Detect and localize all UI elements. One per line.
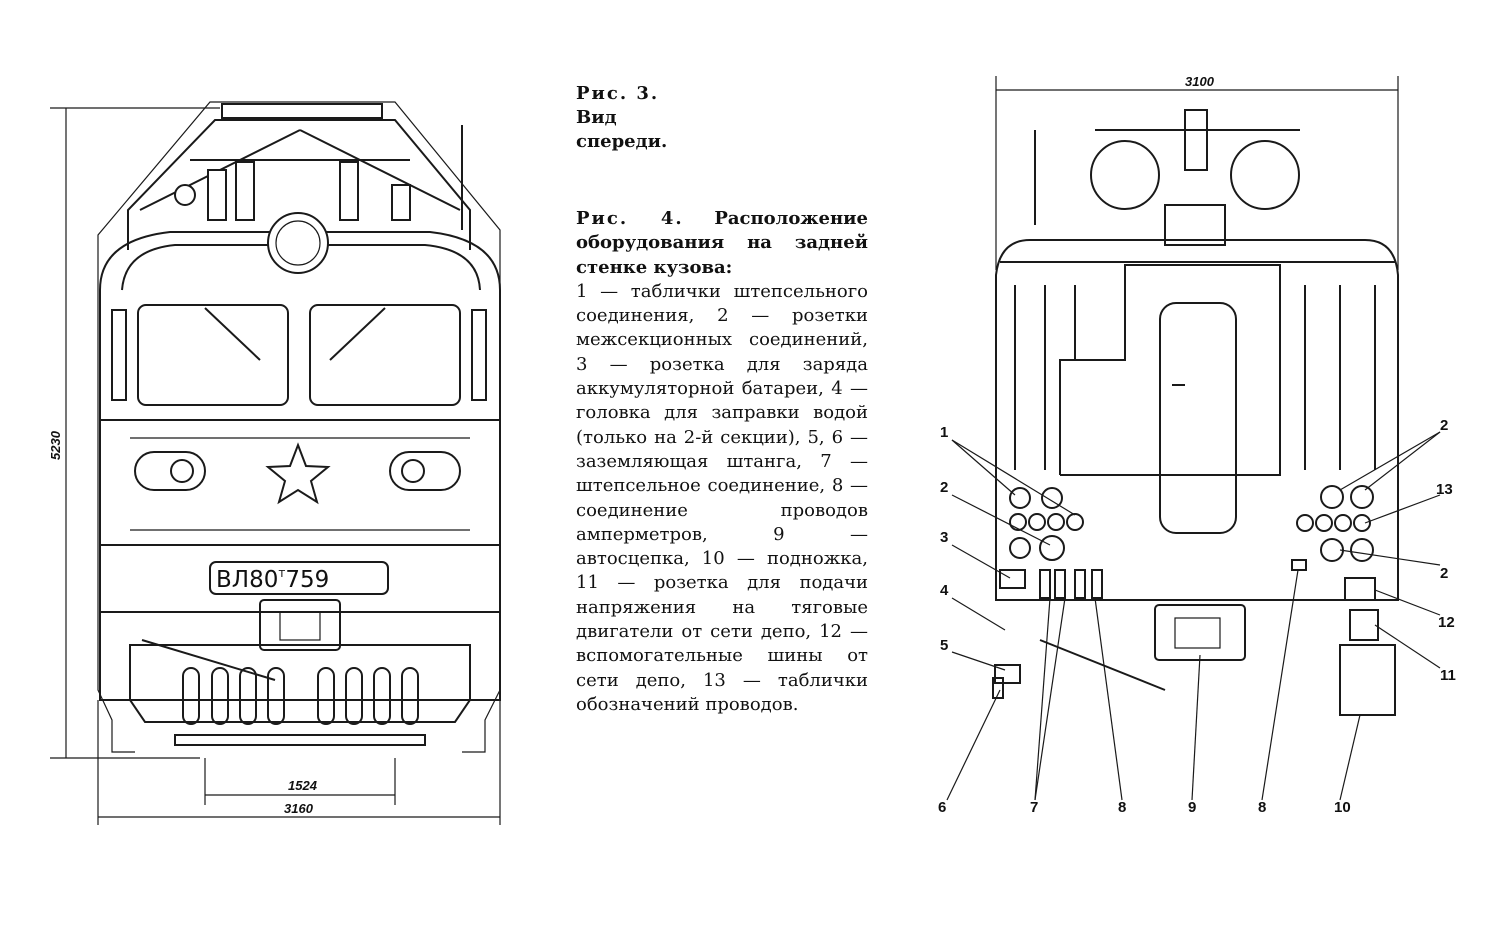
depot-socket (1349, 609, 1379, 641)
sockets-left (1009, 487, 1084, 561)
callout-4: 4 (940, 582, 949, 599)
charging-socket (999, 569, 1026, 589)
pilot-skirt (129, 644, 471, 723)
bottom-step (174, 734, 426, 746)
figure-4-prefix: Рис. 4. (576, 208, 684, 229)
callout-11: 11 (1440, 667, 1456, 684)
figure-3-title-line1: Вид (576, 107, 617, 128)
callout-2-right-top: 2 (1440, 417, 1448, 434)
grounding-rod (141, 639, 276, 681)
figure-4-title: Расположение оборудования на задней стен… (576, 208, 868, 278)
headlight (267, 212, 329, 274)
windshield-left (137, 304, 289, 406)
figure-3-title-line2: спереди. (576, 131, 668, 152)
roof-insulators (174, 161, 411, 221)
height-dimension-label: 5230 (48, 430, 63, 460)
pantograph-head (221, 103, 383, 119)
plate-text: ВЛ80т759 (216, 566, 329, 593)
callout-6: 6 (938, 799, 946, 816)
rear-grounding-rod (1039, 639, 1166, 691)
aux-busbars (1344, 577, 1376, 601)
callout-10: 10 (1334, 799, 1351, 816)
windshield-right (309, 304, 461, 406)
door-frame (1059, 264, 1281, 476)
callout-8-left: 8 (1118, 799, 1126, 816)
wiper-right (329, 307, 386, 361)
gauge-dimension-label: 1524 (288, 778, 318, 793)
rear-coupler (1154, 604, 1246, 661)
callout-leaders (946, 431, 1441, 801)
callout-3: 3 (940, 529, 948, 546)
number-plate (209, 561, 389, 595)
star-emblem (265, 442, 331, 505)
figure-4-legend: 1 — таблички штепсельного соединения, 2 … (576, 280, 868, 715)
callouts-bottom: 7 8 9 8 10 (1030, 799, 1351, 816)
front-view: 5230 (48, 101, 501, 825)
marker-light-left (134, 451, 206, 491)
clearance-gauge-outline (97, 101, 501, 753)
figure-3-caption: Рис. 3. Вид спереди. (576, 82, 868, 154)
callout-5: 5 (940, 637, 948, 654)
figure-3-prefix: Рис. 3. (576, 83, 660, 104)
air-reservoir-right (1230, 140, 1300, 210)
rear-step (1339, 644, 1396, 716)
handrail-right (471, 309, 487, 401)
marker-light-right (389, 451, 461, 491)
callouts-left: 1 2 3 4 5 6 (938, 424, 949, 816)
air-reservoir-left (1090, 140, 1160, 210)
callout-9: 9 (1188, 799, 1196, 816)
figure-4-heading: Рис. 4. Расположение оборудования на зад… (576, 207, 868, 280)
callout-7: 7 (1030, 799, 1038, 816)
skirt-slots (182, 667, 419, 725)
pantograph-frame (127, 119, 471, 250)
rear-body (995, 239, 1399, 601)
width-dimension-label: 3160 (284, 801, 314, 816)
callout-1: 1 (940, 424, 948, 441)
figure-4-caption: Рис. 4. Расположение оборудования на зад… (576, 207, 868, 717)
handrail-left (111, 309, 127, 401)
callouts-right: 2 13 2 12 11 (1436, 417, 1456, 684)
plug-connectors (1039, 569, 1103, 599)
wiper-left (204, 307, 261, 361)
automatic-coupler (259, 599, 341, 651)
callout-8-right: 8 (1258, 799, 1266, 816)
rear-width-dimension-label: 3100 (1185, 74, 1215, 89)
callout-2-left: 2 (940, 479, 948, 496)
cab-body (99, 231, 501, 701)
callout-13: 13 (1436, 481, 1453, 498)
body-ribs (1014, 285, 1376, 470)
callout-2-right-bottom: 2 (1440, 565, 1448, 582)
sockets-right (1296, 485, 1374, 562)
rear-door (1159, 302, 1237, 534)
roof-box (1164, 204, 1226, 246)
rear-view: 3100 (992, 74, 1399, 716)
callout-12: 12 (1438, 614, 1455, 631)
rear-insulator (1184, 109, 1208, 171)
